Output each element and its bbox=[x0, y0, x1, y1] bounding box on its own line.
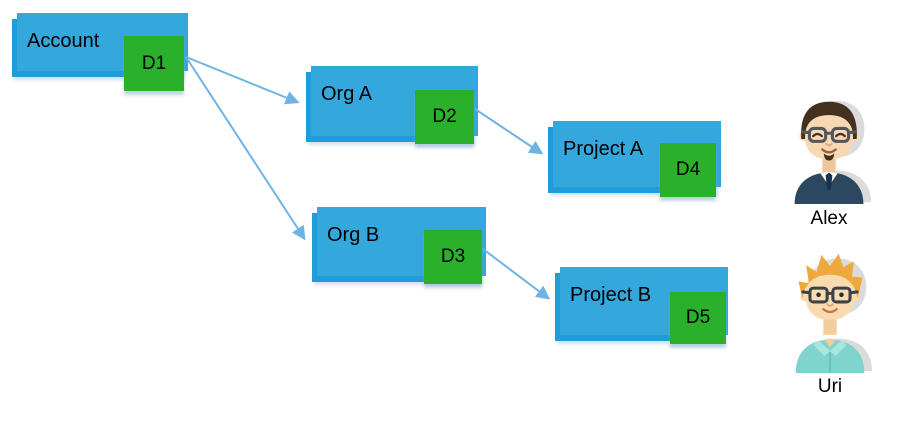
badge-d5: D5 bbox=[670, 292, 726, 344]
node-org-a-label: Org A bbox=[321, 83, 373, 105]
badge-d2-label: D2 bbox=[432, 106, 457, 127]
node-project-b-label: Project B bbox=[570, 284, 652, 306]
badge-d2: D2 bbox=[415, 90, 474, 144]
node-project-a-label: Project A bbox=[563, 138, 644, 160]
user-name-alex: Alex bbox=[810, 208, 848, 229]
badge-d4-label: D4 bbox=[675, 159, 701, 180]
badge-d1: D1 bbox=[124, 36, 184, 91]
badge-d1-label: D1 bbox=[141, 52, 167, 74]
badge-d3: D3 bbox=[424, 230, 482, 284]
badge-d5-label: D5 bbox=[685, 307, 711, 328]
node-org-b-label: Org B bbox=[327, 224, 380, 246]
avatar-alex-icon bbox=[794, 100, 872, 204]
edge-d3-to-project-b bbox=[482, 248, 551, 300]
badge-d3-label: D3 bbox=[440, 246, 466, 267]
node-account-label: Account bbox=[27, 30, 100, 52]
edge-d2-to-project-a bbox=[474, 108, 544, 155]
user-name-uri: Uri bbox=[817, 376, 843, 397]
edge-d1-to-org-b bbox=[185, 56, 306, 241]
avatar-uri-icon bbox=[795, 253, 872, 373]
edge-d1-to-org-a bbox=[185, 56, 300, 105]
badge-d4: D4 bbox=[660, 143, 716, 197]
